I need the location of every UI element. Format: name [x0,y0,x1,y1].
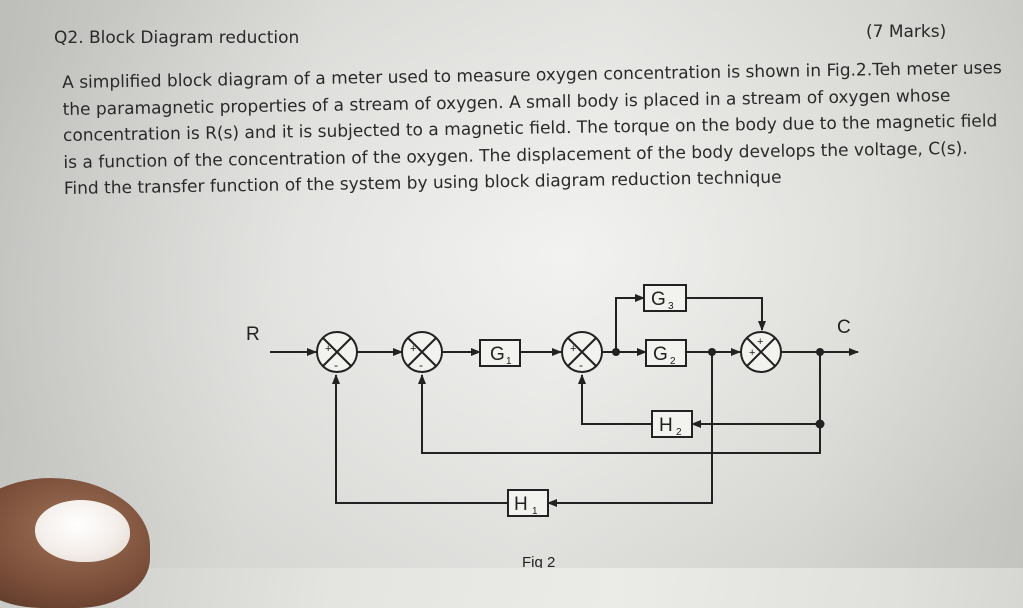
h2-name: H [659,415,673,436]
summing-junction-3: + - [561,331,603,373]
branch-point-h2 [815,419,825,429]
g3-sub: 3 [668,301,674,312]
block-diagram: + - + - + - + + G 1 G 2 G 3 H [246,284,859,568]
branch-point-g3 [612,348,620,356]
j1-left-sign: + [325,343,331,355]
j2-bottom-sign: - [419,358,423,372]
thumbnail-nail [35,500,130,562]
h1-loop-out [547,352,713,507]
branch-point-output [816,348,824,356]
block-h1: H 1 [507,489,549,517]
j2-left-sign: + [410,343,416,355]
g1-sub: 1 [506,356,512,367]
j1-bottom-sign: - [334,358,338,372]
branch-point-h1 [708,348,716,356]
h1-sub: 1 [532,506,538,517]
block-g1: G 1 [479,339,521,367]
g3-feedforward-out [686,297,766,331]
j3-bottom-sign: - [579,358,583,372]
summing-junction-2: + - [401,331,443,373]
question-marks: (7 Marks) [866,22,947,42]
g2-sub: 2 [670,356,676,367]
summing-junction-4: + + [740,331,782,373]
input-label: R [246,324,260,345]
h1-loop-return [332,374,508,504]
block-h2: H 2 [651,410,693,438]
j3-left-sign: + [570,343,576,355]
unity-feedback-line [418,374,821,454]
g1-name: G [490,344,505,365]
paper-background [0,0,1023,568]
h1-name: H [514,494,528,515]
h2-loop-return [578,374,652,425]
g2-name: G [653,344,668,365]
g3-name: G [651,289,666,310]
figure-caption: Fig 2 [522,554,555,568]
question-title: Q2. Block Diagram reduction [54,28,300,48]
j4-left-sign: + [749,347,755,359]
j4-top-sign: + [757,336,763,348]
h2-sub: 2 [676,427,682,438]
output-label: C [837,317,851,338]
g3-feedforward-in [615,294,645,352]
summing-junction-1: + - [316,331,358,373]
block-g2: G 2 [645,339,687,367]
block-g3: G 3 [643,284,687,312]
